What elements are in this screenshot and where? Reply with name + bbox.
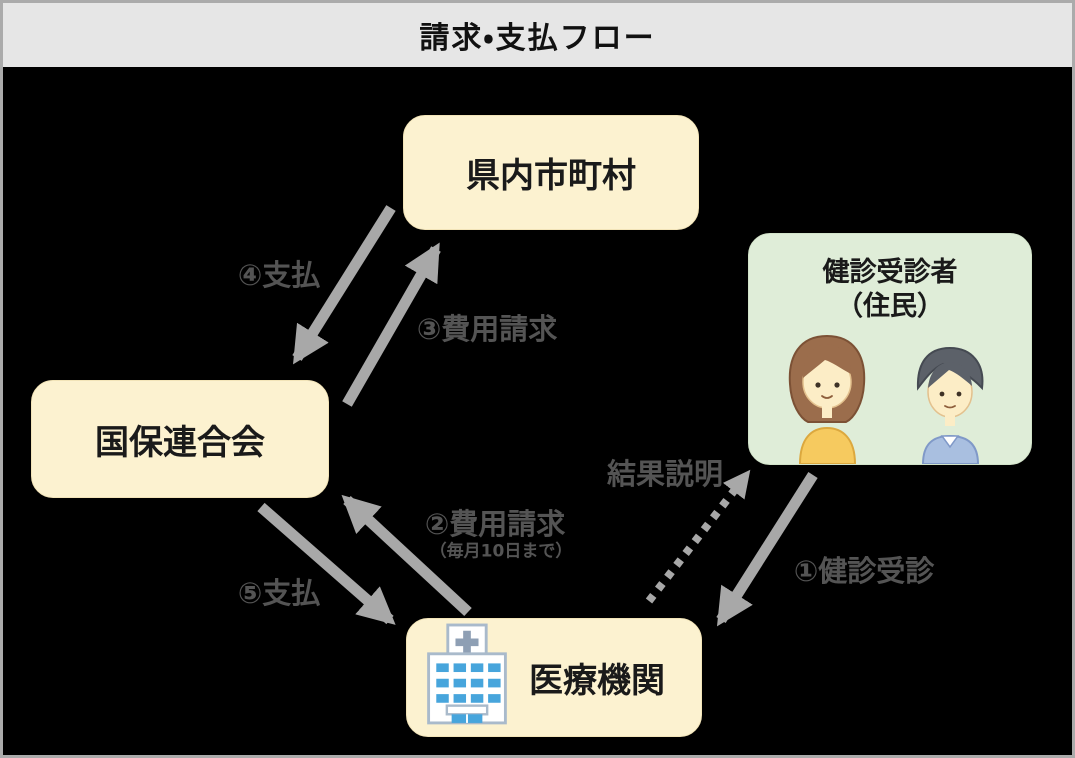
man-face-illustration <box>916 346 984 465</box>
page-title: 請求・支払フロー <box>419 21 656 56</box>
arrow-2-billing <box>341 494 472 617</box>
node-federation: 国保連合会 <box>31 380 329 498</box>
label-result-explanation: 結果説明 <box>606 457 724 492</box>
label-billing-2-deadline: （毎月10日まで） <box>429 541 573 562</box>
node-medical: 医療機関 <box>406 618 702 737</box>
label-billing-2: ②費用請求 <box>424 507 566 542</box>
examinees-illustration <box>770 332 1010 471</box>
arrow-3-billing <box>342 242 441 407</box>
node-municipalities-label: 県内市町村 <box>466 156 636 196</box>
arrow-4-payment <box>292 205 396 365</box>
arrow-layer <box>257 205 818 627</box>
node-examinees-label-line1: 健診受診者 <box>822 257 958 288</box>
arrow-5-payment <box>257 502 396 625</box>
label-checkup-1: ①健診受診 <box>793 554 935 589</box>
node-examinees-label-line2: （住民） <box>836 290 944 322</box>
label-billing-3: ③費用請求 <box>416 312 558 347</box>
arrow-1-checkup <box>716 472 818 627</box>
label-payment-4: ④支払 <box>237 258 321 293</box>
node-examinees: 健診受診者 （住民） <box>748 233 1032 465</box>
flow-canvas: 県内市町村 健診受診者 （住民） <box>3 67 1072 755</box>
node-municipalities: 県内市町村 <box>403 115 699 230</box>
label-payment-5: ⑤支払 <box>237 576 321 611</box>
woman-face-illustration <box>788 334 866 465</box>
hospital-icon <box>419 620 515 735</box>
title-bar: 請求・支払フロー <box>3 3 1072 67</box>
node-federation-label: 国保連合会 <box>95 422 265 463</box>
arrow-result-explanation <box>645 469 751 604</box>
node-medical-label: 医療機関 <box>529 661 665 701</box>
